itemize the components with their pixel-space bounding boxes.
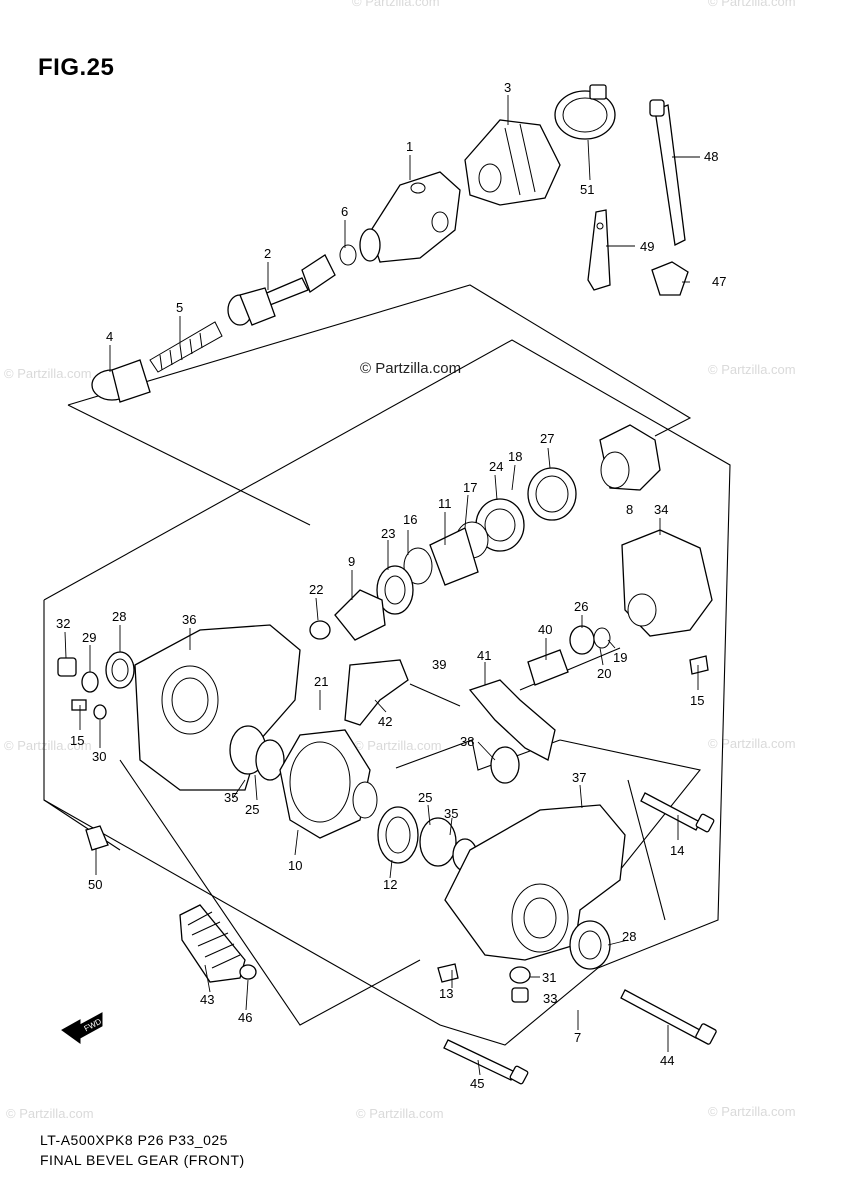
callout-label: 26 — [574, 599, 588, 614]
callout-label: 46 — [238, 1010, 252, 1025]
callout-label: 33 — [543, 991, 557, 1006]
callout-label: 49 — [640, 239, 654, 254]
callout-label: 50 — [88, 877, 102, 892]
boot-and-plug — [85, 825, 257, 983]
callout-label: 21 — [314, 674, 328, 689]
callout-label: 34 — [654, 502, 668, 517]
callout-label: 40 — [538, 622, 552, 637]
callout-label: 51 — [580, 182, 594, 197]
callout-label: 45 — [470, 1076, 484, 1091]
callout-label: 36 — [182, 612, 196, 627]
watermark: © Partzilla.com — [708, 736, 796, 751]
callout-label: 30 — [92, 749, 106, 764]
callout-label: 18 — [508, 449, 522, 464]
center-watermark: © Partzilla.com — [360, 360, 462, 377]
callout-labels: 1 2 3 4 5 6 7 8 9 10 11 12 13 14 15 15 1… — [56, 80, 726, 1091]
callout-label: 22 — [309, 582, 323, 597]
watermark: © Partzilla.com — [708, 0, 796, 9]
callout-label: 37 — [572, 770, 586, 785]
callout-label: 29 — [82, 630, 96, 645]
watermark: © Partzilla.com — [352, 0, 440, 9]
callout-label: 15 — [70, 733, 84, 748]
callout-label: 39 — [432, 657, 446, 672]
watermark: © Partzilla.com — [354, 738, 442, 753]
callout-label: 8 — [626, 502, 633, 517]
callout-label: 42 — [378, 714, 392, 729]
callout-label: 11 — [438, 496, 452, 511]
callout-label: 28 — [622, 929, 636, 944]
watermark: © Partzilla.com — [356, 1106, 444, 1121]
callout-label: 32 — [56, 616, 70, 631]
callout-label: 48 — [704, 149, 718, 164]
figure-title: FIG.25 — [38, 54, 115, 81]
callout-label: 15 — [690, 693, 704, 708]
pinion-assembly — [309, 424, 661, 641]
callout-label: 25 — [418, 790, 432, 805]
differential-gear — [229, 725, 478, 872]
leader-lines — [64, 95, 700, 1076]
watermark: © Partzilla.com — [708, 362, 796, 377]
callout-label: 16 — [403, 512, 417, 527]
callout-label: 47 — [712, 274, 726, 289]
callout-label: 25 — [245, 802, 259, 817]
callout-label: 28 — [112, 609, 126, 624]
diagram-code: LT-A500XPK8 P26 P33_025 — [40, 1132, 228, 1148]
watermark: © Partzilla.com — [6, 1106, 94, 1121]
watermark: © Partzilla.com — [708, 1104, 796, 1119]
callout-label: 13 — [439, 986, 453, 1001]
propeller-joint-assembly — [91, 84, 616, 403]
callout-label: 17 — [463, 480, 477, 495]
callout-label: 27 — [540, 431, 554, 446]
callout-label: 12 — [383, 877, 397, 892]
callout-label: 3 — [504, 80, 511, 95]
callout-label: 19 — [613, 650, 627, 665]
callout-label: 14 — [670, 843, 684, 858]
watermark: © Partzilla.com — [4, 366, 92, 381]
callout-label: 20 — [597, 666, 611, 681]
callout-label: 10 — [288, 858, 302, 873]
front-direction-arrow: FWD — [61, 1012, 103, 1044]
callout-label: 41 — [477, 648, 491, 663]
left-housing — [57, 624, 301, 791]
callout-label: 2 — [264, 246, 271, 261]
callout-label: 35 — [224, 790, 238, 805]
clamp-parts — [587, 99, 689, 296]
callout-label: 44 — [660, 1053, 674, 1068]
bolts — [443, 792, 717, 1085]
diagram-caption: FINAL BEVEL GEAR (FRONT) — [40, 1152, 245, 1168]
callout-label: 1 — [406, 139, 413, 154]
cover-housing — [527, 529, 713, 686]
callout-label: 9 — [348, 554, 355, 569]
callout-label: 4 — [106, 329, 113, 344]
callout-label: 7 — [574, 1030, 581, 1045]
callout-label: 35 — [444, 806, 458, 821]
callout-label: 24 — [489, 459, 503, 474]
callout-label: 43 — [200, 992, 214, 1007]
shift-fork-parts — [344, 659, 556, 784]
callout-label: 5 — [176, 300, 183, 315]
watermark: © Partzilla.com — [4, 738, 92, 753]
group-boundary-lines — [43, 284, 731, 1046]
callout-label: 6 — [341, 204, 348, 219]
callout-label: 23 — [381, 526, 395, 541]
callout-label: 38 — [460, 734, 474, 749]
callout-label: 31 — [542, 970, 556, 985]
final-gear-case — [437, 804, 626, 1003]
